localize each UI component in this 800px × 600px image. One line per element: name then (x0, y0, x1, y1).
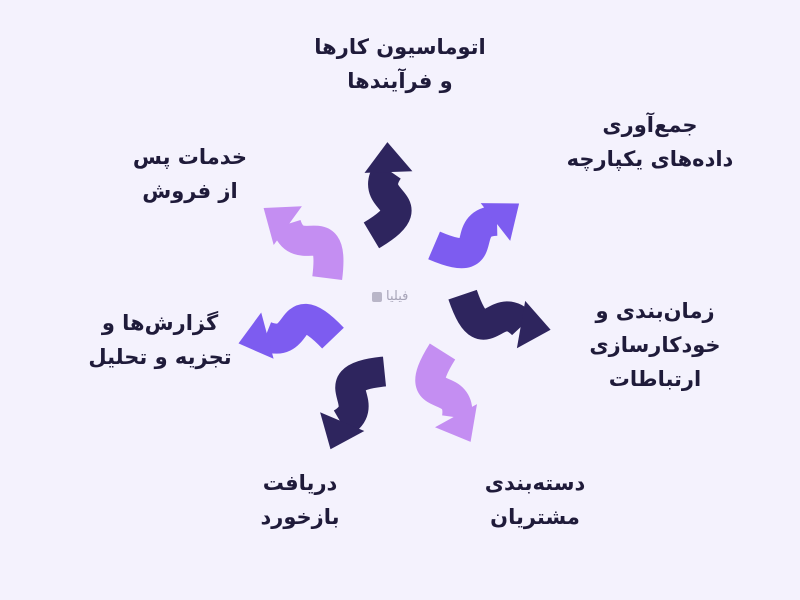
arrow-data-collection (428, 205, 499, 269)
arrow-feedback (332, 356, 387, 437)
arrow-after-sales (271, 218, 344, 280)
step-label-data-collection: جمع‌آوری داده‌های یکپارچه (566, 113, 734, 171)
arrow-segmentation (415, 343, 473, 420)
arrow-reports (259, 304, 344, 354)
arrow-scheduling (448, 289, 534, 340)
arrowhead-segmentation (435, 404, 477, 442)
logo: فیلیا (372, 289, 408, 304)
logo-text: فیلیا (386, 289, 409, 304)
arrowhead-reports (238, 312, 274, 359)
arrowhead-feedback (320, 412, 365, 450)
step-label-automation: اتوماسیون کارها و فرآیندها (314, 35, 486, 93)
step-label-feedback: دریافت بازخورد (260, 471, 340, 529)
arrow-automation (363, 161, 412, 249)
step-label-scheduling: زمان‌بندی و خودکارسازی ارتباطات (589, 299, 721, 391)
step-label-reports: گزارش‌ها و تجزیه و تحلیل (88, 311, 232, 369)
arrowhead-data-collection (480, 203, 520, 241)
arrowhead-scheduling (516, 300, 551, 349)
leaf-logo-icon (372, 291, 382, 302)
step-label-after-sales: خدمات پس از فروش (132, 145, 248, 203)
arrowhead-automation (364, 142, 413, 173)
step-label-segmentation: دسته‌بندی مشتریان (484, 471, 586, 529)
arrowhead-after-sales (263, 206, 302, 245)
